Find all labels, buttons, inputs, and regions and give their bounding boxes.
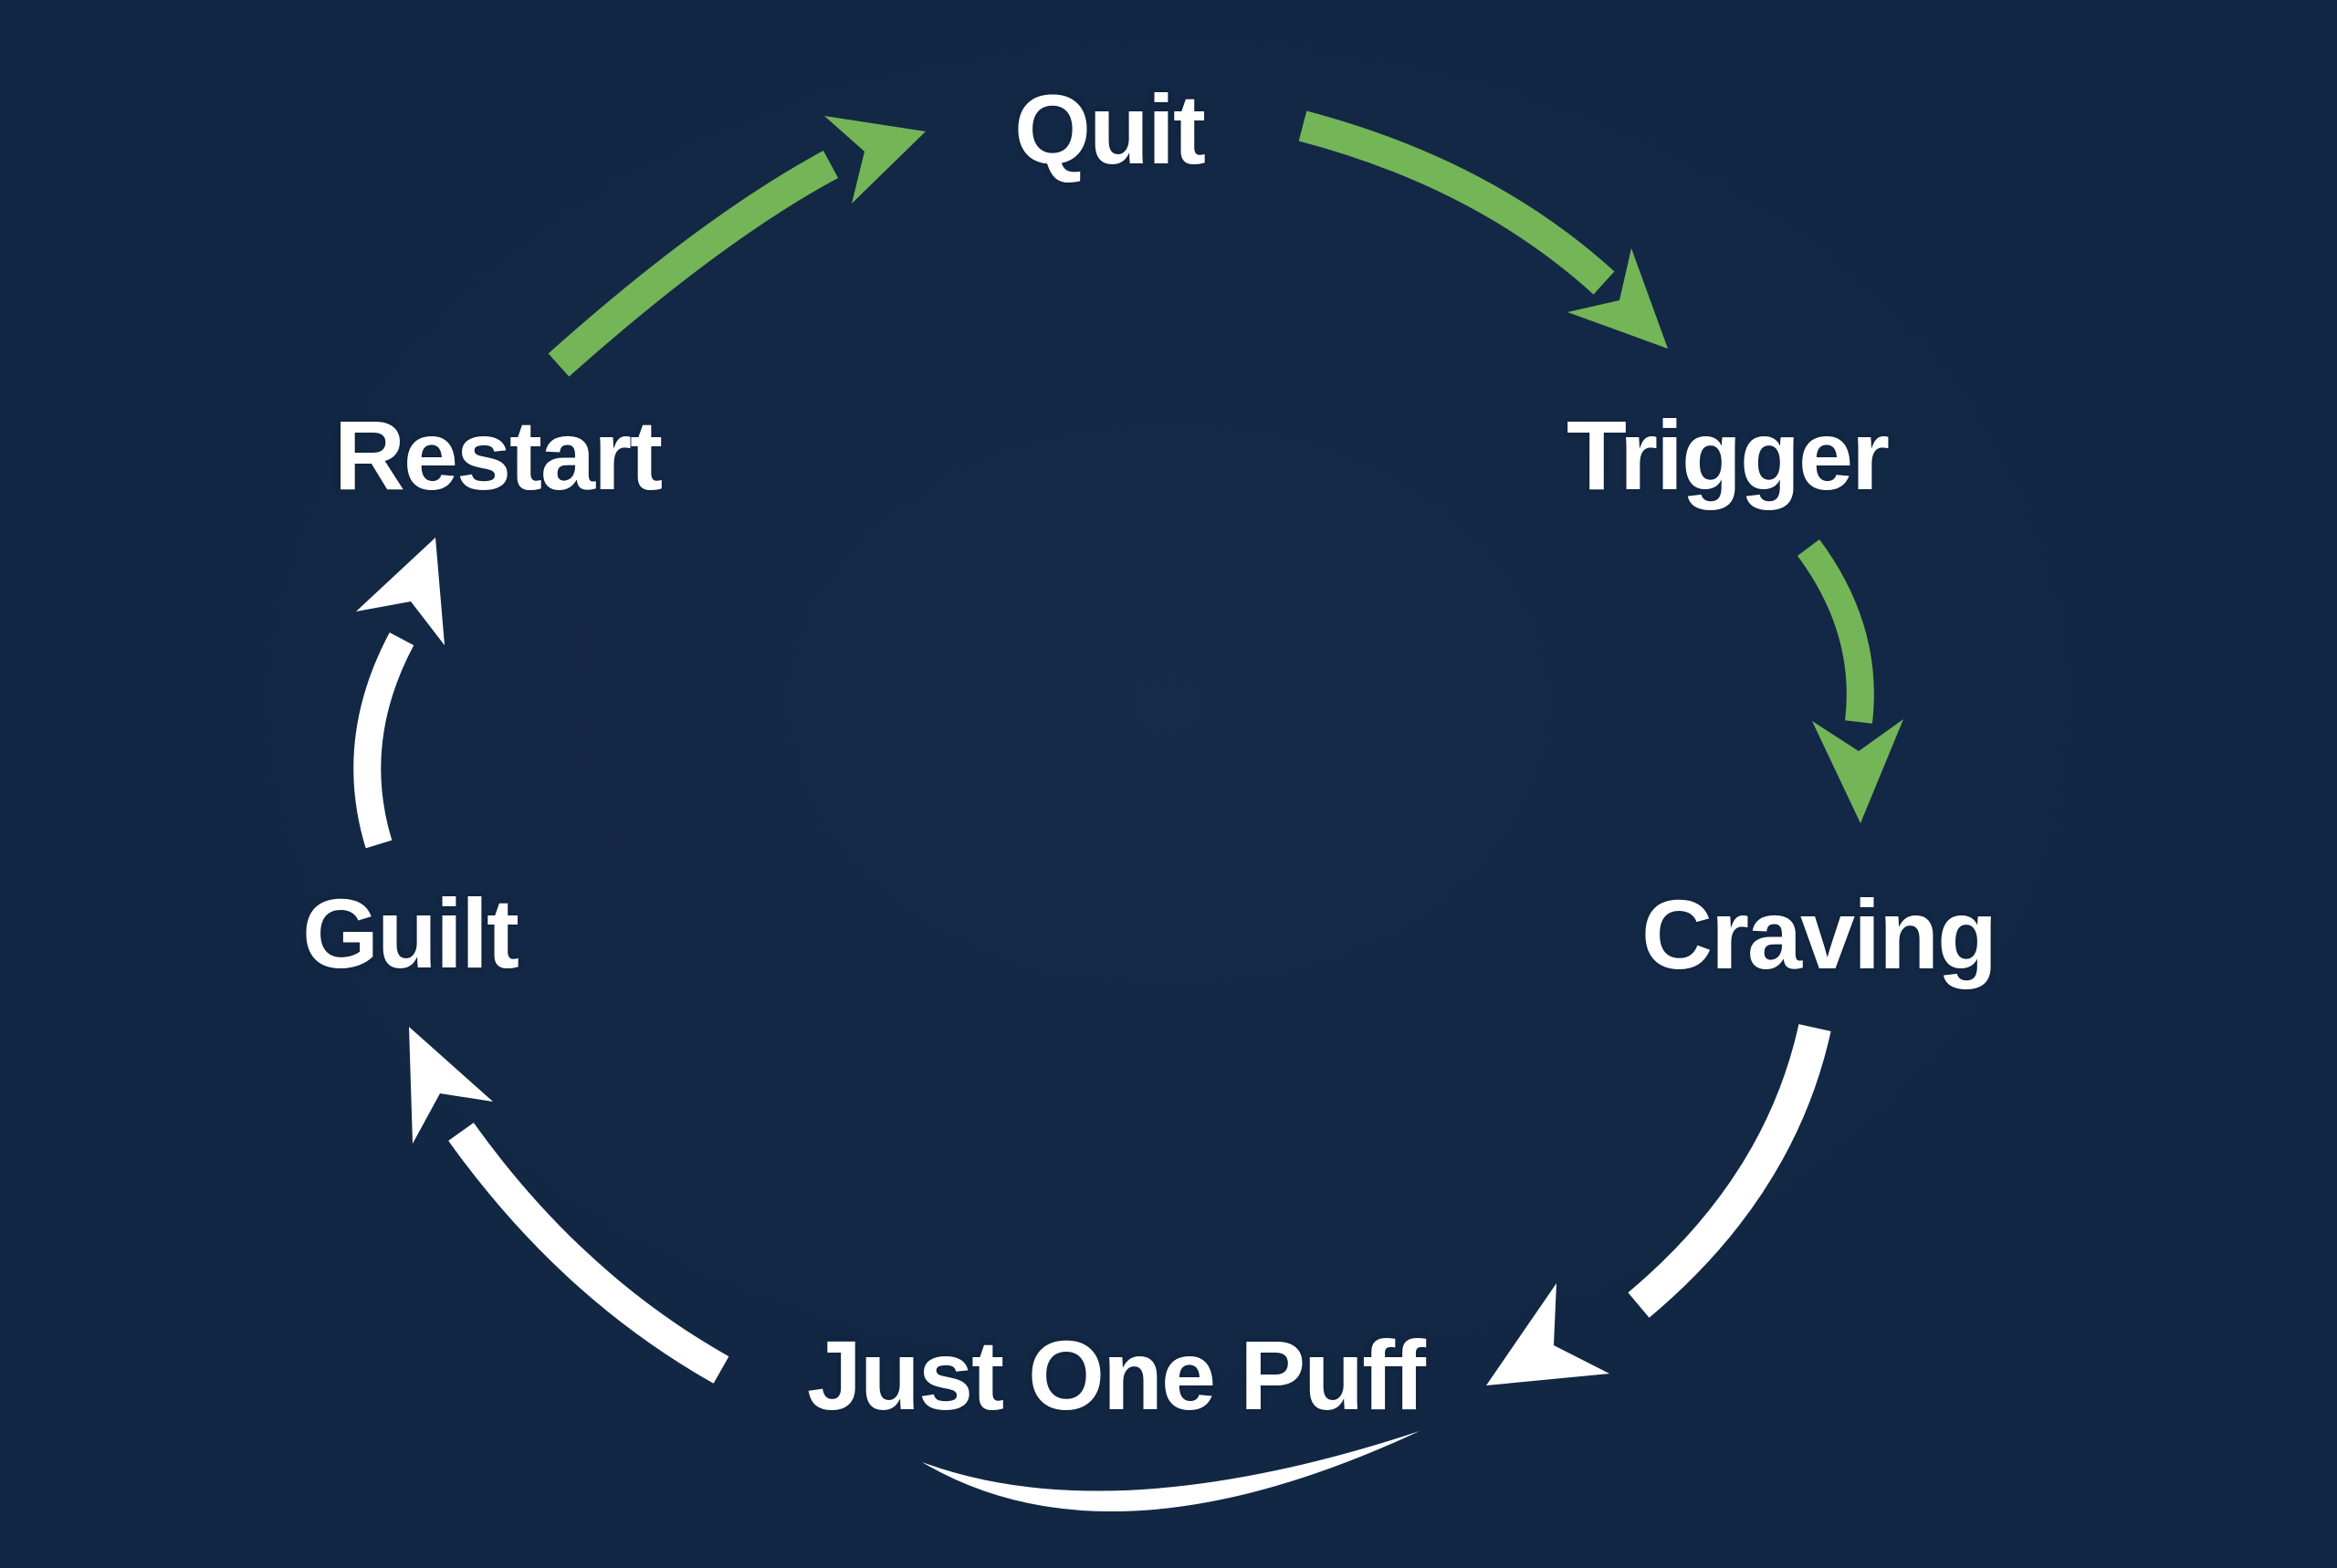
arrow-guilt-to-restart-body: [353, 632, 414, 849]
arrow-craving-to-puff-head: [1486, 1283, 1609, 1385]
arrow-quit-to-trigger: [1298, 110, 1668, 349]
arrow-restart-to-quit-head: [824, 116, 926, 204]
arrow-trigger-to-craving: [1797, 539, 1903, 823]
arrow-trigger-to-craving-body: [1797, 539, 1874, 724]
node-craving: Craving: [1640, 879, 1997, 989]
arrow-puff-to-guilt-head: [409, 1027, 493, 1144]
arrow-guilt-to-restart-head: [356, 538, 445, 645]
node-just-one-puff: Just One Puff: [806, 1320, 1426, 1430]
swoosh-underline: [922, 1431, 1420, 1512]
arrow-quit-to-trigger-body: [1298, 110, 1615, 295]
arrow-craving-to-puff: [1486, 1024, 1831, 1385]
arrow-craving-to-puff-body: [1628, 1024, 1831, 1318]
arrow-puff-to-guilt: [409, 1027, 729, 1384]
arrow-quit-to-trigger-head: [1567, 248, 1668, 349]
arrow-puff-to-guilt-body: [448, 1123, 729, 1384]
arrow-trigger-to-craving-head: [1812, 719, 1903, 823]
node-guilt: Guilt: [302, 878, 519, 988]
node-trigger: Trigger: [1566, 400, 1890, 510]
arrow-restart-to-quit: [548, 116, 926, 377]
arrow-restart-to-quit-body: [548, 151, 839, 377]
node-quit: Quit: [1014, 74, 1206, 184]
node-restart: Restart: [333, 400, 663, 510]
arrow-guilt-to-restart: [353, 538, 445, 849]
